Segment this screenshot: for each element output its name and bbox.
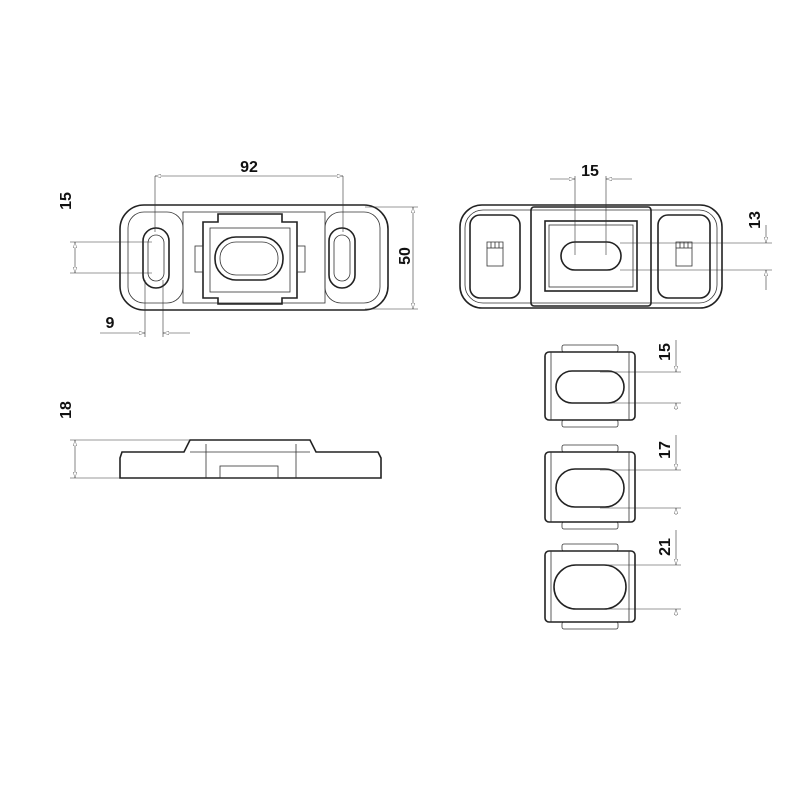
top-view: 92 15 50 9 [58, 159, 418, 337]
dimension-13: 13 [747, 211, 764, 229]
insert-15: 15 [544, 340, 681, 428]
dimension-insert-17: 17 [657, 441, 674, 459]
dimension-92: 92 [240, 159, 258, 176]
bottom-view: 15 13 [459, 163, 772, 309]
insert-21: 21 [544, 530, 681, 630]
dimension-15-center: 15 [581, 163, 599, 180]
side-view: 18 [58, 401, 382, 479]
dimension-9: 9 [106, 315, 115, 332]
dimension-50: 50 [397, 247, 414, 265]
dimension-insert-15: 15 [657, 343, 674, 361]
dimension-15-slot: 15 [58, 192, 75, 210]
dimension-18: 18 [58, 401, 75, 419]
insert-17: 17 [544, 435, 681, 530]
dimension-insert-21: 21 [657, 538, 674, 556]
